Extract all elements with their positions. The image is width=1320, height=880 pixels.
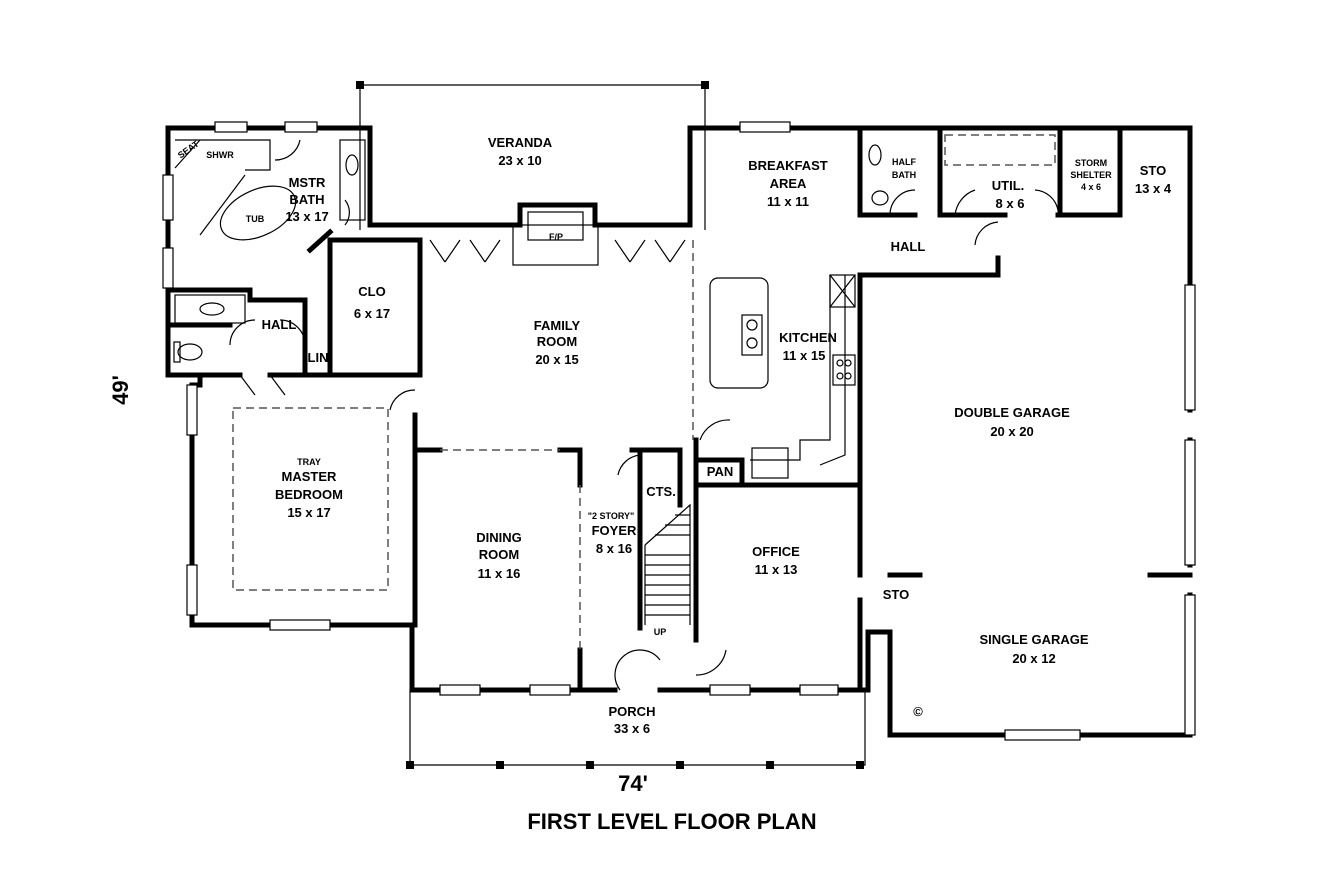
dining-name-2: ROOM	[479, 547, 519, 562]
cts-label: CTS.	[646, 484, 676, 499]
interior-walls	[165, 125, 1193, 693]
fixtures	[173, 139, 889, 625]
foyer-note: "2 STORY"	[588, 511, 635, 521]
kitchen-name: KITCHEN	[779, 330, 837, 345]
plan-title: FIRST LEVEL FLOOR PLAN	[527, 809, 816, 834]
breakfast-name-1: BREAKFAST	[748, 158, 828, 173]
room-storm-shelter: STORM SHELTER 4 x 6	[1070, 158, 1112, 192]
kitchen-size: 11 x 15	[783, 348, 826, 363]
storm-shelter-name-1: STORM	[1075, 158, 1107, 168]
porch-size: 33 x 6	[614, 721, 650, 736]
porch-outline	[406, 690, 866, 769]
breakfast-name-2: AREA	[770, 176, 807, 191]
tub-label: TUB	[246, 214, 265, 224]
porch-name: PORCH	[609, 704, 656, 719]
double-garage-name: DOUBLE GARAGE	[954, 405, 1070, 420]
room-single-garage: SINGLE GARAGE 20 x 12	[979, 632, 1088, 666]
veranda-outline	[356, 81, 709, 230]
lin-label: LIN	[308, 350, 329, 365]
util-size: 8 x 6	[996, 196, 1025, 211]
breakfast-size: 11 x 11	[767, 194, 809, 209]
room-labels: VERANDA 23 x 10 BREAKFAST AREA 11 x 11 H…	[176, 135, 1172, 736]
sto-top-size: 13 x 4	[1135, 181, 1172, 196]
master-bedroom-size: 15 x 17	[287, 505, 330, 520]
util-name: UTIL.	[992, 178, 1025, 193]
seat-label: SEAT	[176, 138, 201, 160]
office-size: 11 x 13	[755, 562, 798, 577]
mstr-bath-name-1: MSTR	[289, 175, 326, 190]
room-sto-top: STO 13 x 4	[1135, 163, 1172, 196]
dining-size: 11 x 16	[478, 566, 521, 581]
double-garage-size: 20 x 20	[990, 424, 1033, 439]
windows	[162, 121, 1196, 741]
family-room-size: 20 x 15	[535, 352, 578, 367]
room-util: UTIL. 8 x 6	[992, 178, 1025, 211]
room-master-bedroom: TRAY MASTER BEDROOM 15 x 17	[275, 457, 343, 520]
mstr-bath-size: 13 x 17	[285, 209, 328, 224]
pan-label: PAN	[707, 464, 733, 479]
veranda-size: 23 x 10	[498, 153, 541, 168]
family-room-name-2: ROOM	[537, 334, 577, 349]
hall-left-label: HALL	[262, 317, 297, 332]
family-room-name-1: FAMILY	[534, 318, 581, 333]
room-kitchen: KITCHEN 11 x 15	[779, 330, 837, 363]
hall-right-label: HALL	[891, 239, 926, 254]
dashed-outlines	[232, 134, 1056, 650]
copyright-mark: ©	[913, 704, 923, 719]
master-bedroom-name-3: BEDROOM	[275, 487, 343, 502]
room-double-garage: DOUBLE GARAGE 20 x 20	[954, 405, 1070, 439]
sto-garage-label: STO	[883, 587, 910, 602]
master-bedroom-name-1: TRAY	[297, 457, 321, 467]
room-breakfast-area: BREAKFAST AREA 11 x 11	[748, 158, 828, 209]
depth-dimension: 49'	[108, 375, 133, 405]
half-bath-name-2: BATH	[892, 170, 916, 180]
storm-shelter-name-2: SHELTER	[1070, 170, 1112, 180]
room-half-bath: HALF BATH	[892, 157, 917, 180]
shower-label: SHWR	[206, 150, 234, 160]
foyer-size: 8 x 16	[596, 541, 632, 556]
clo-size: 6 x 17	[354, 306, 390, 321]
dining-name-1: DINING	[476, 530, 522, 545]
half-bath-name-1: HALF	[892, 157, 916, 167]
single-garage-size: 20 x 12	[1012, 651, 1055, 666]
master-bedroom-name-2: MASTER	[282, 469, 338, 484]
width-dimension: 74'	[618, 771, 648, 796]
stairs-up-label: UP	[654, 627, 667, 637]
staircase	[644, 503, 691, 625]
clo-name: CLO	[358, 284, 385, 299]
door-swings	[229, 139, 1059, 691]
exterior-walls	[165, 125, 1193, 738]
mstr-bath-name-2: BATH	[289, 192, 324, 207]
room-office: OFFICE 11 x 13	[752, 544, 800, 577]
storm-shelter-size: 4 x 6	[1081, 182, 1101, 192]
foyer-name: FOYER	[592, 523, 637, 538]
sto-top-name: STO	[1140, 163, 1167, 178]
room-closet: CLO 6 x 17	[354, 284, 390, 321]
single-garage-name: SINGLE GARAGE	[979, 632, 1088, 647]
room-veranda: VERANDA 23 x 10	[488, 135, 553, 168]
room-porch: PORCH 33 x 6	[609, 704, 656, 736]
room-foyer: "2 STORY" FOYER 8 x 16	[588, 511, 637, 556]
office-name: OFFICE	[752, 544, 800, 559]
room-master-bath: SEAT SHWR MSTR BATH 13 x 17 TUB	[176, 138, 329, 224]
fireplace-label: F/P	[549, 232, 563, 242]
room-family-room: FAMILY ROOM 20 x 15	[534, 318, 581, 367]
room-dining: DINING ROOM 11 x 16	[476, 530, 522, 581]
veranda-name: VERANDA	[488, 135, 553, 150]
